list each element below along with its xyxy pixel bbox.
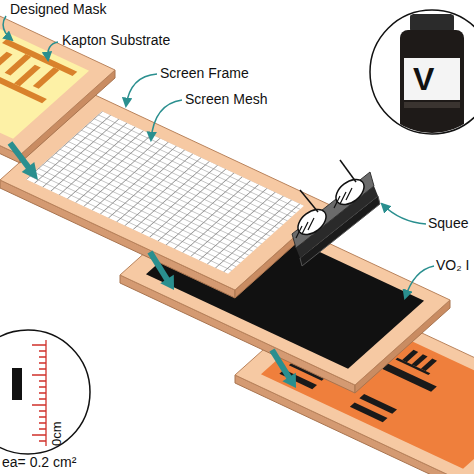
step-arrow-head — [22, 162, 38, 180]
leader-arrow — [48, 42, 58, 60]
ruler-photo — [12, 340, 46, 446]
leader-arrow — [405, 266, 434, 298]
ruler-ticks — [32, 340, 46, 446]
part-label: VO₂ I — [436, 258, 469, 273]
mask-board — [0, 0, 115, 155]
part-label: Kapton Substrate — [62, 33, 170, 48]
frame-top — [0, 0, 115, 155]
bottle-lid — [410, 14, 454, 32]
part-label: Screen Frame — [160, 66, 249, 81]
printed-pad — [359, 394, 397, 414]
part-label: Designed Mask — [10, 2, 107, 17]
step-arrow — [10, 143, 29, 168]
inset-circle — [0, 330, 90, 454]
step-arrow-head — [160, 275, 174, 290]
step-arrow-head — [282, 373, 296, 388]
hand-fingers — [296, 218, 314, 238]
serpentine-line — [421, 359, 437, 371]
part-label: Screen Mesh — [185, 92, 267, 107]
bottle-label — [404, 58, 460, 100]
leader-arrow — [382, 204, 426, 224]
screen-mesh — [26, 111, 304, 274]
serpentine-line — [412, 354, 428, 366]
hand — [331, 174, 369, 209]
leader-arrow — [126, 74, 157, 106]
hand — [293, 204, 331, 239]
mesh-background — [26, 111, 304, 274]
step-arrow — [272, 350, 290, 379]
area-annotation: ea= 0.2 cm² — [2, 455, 76, 470]
mask-pattern — [33, 67, 60, 88]
bottle-label-text: V — [413, 62, 434, 97]
ink-bottle — [400, 14, 464, 142]
bottle-band — [404, 102, 460, 108]
arm — [300, 190, 318, 212]
printed-sample — [12, 368, 22, 400]
serpentine-line — [402, 350, 418, 362]
arm — [340, 160, 356, 182]
kapton-substrate — [0, 0, 89, 139]
ruler-unit: 0cm — [50, 421, 64, 446]
hand-fingers — [334, 188, 352, 208]
leader-arrow — [151, 100, 182, 140]
bottle-body — [400, 30, 464, 142]
leader-arrow — [3, 16, 12, 40]
part-label: Squee — [428, 216, 468, 231]
step-arrow — [150, 252, 168, 281]
